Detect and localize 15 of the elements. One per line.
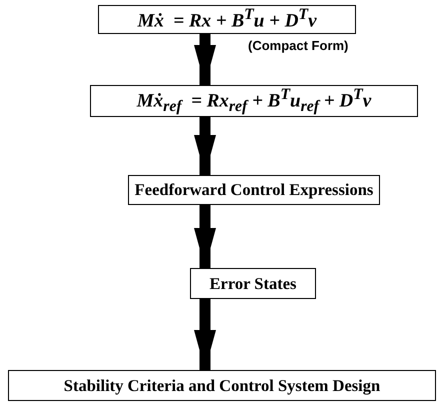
equation: Mẋ$_{ref}$ = Rx$_{ref}$ + B$^{T}$u$_{ref}$ + D$^{T}$v [136, 86, 372, 116]
equation: Mẋ = Rx + B$^{T}$u + D$^{T}$v [137, 6, 317, 33]
process-box [128, 175, 380, 205]
box-label: Error States [210, 274, 296, 294]
box-label: Feedforward Control Expressions [134, 180, 374, 200]
arrow [194, 117, 216, 175]
arrow [194, 205, 216, 268]
arrow [194, 299, 216, 370]
process-box [90, 85, 418, 117]
annotation: (Compact Form) [248, 38, 348, 53]
process-box [190, 268, 316, 299]
process-box [8, 370, 436, 401]
process-box [98, 5, 356, 34]
arrow [194, 34, 216, 85]
box-label: Stability Criteria and Control System Design [64, 376, 380, 396]
